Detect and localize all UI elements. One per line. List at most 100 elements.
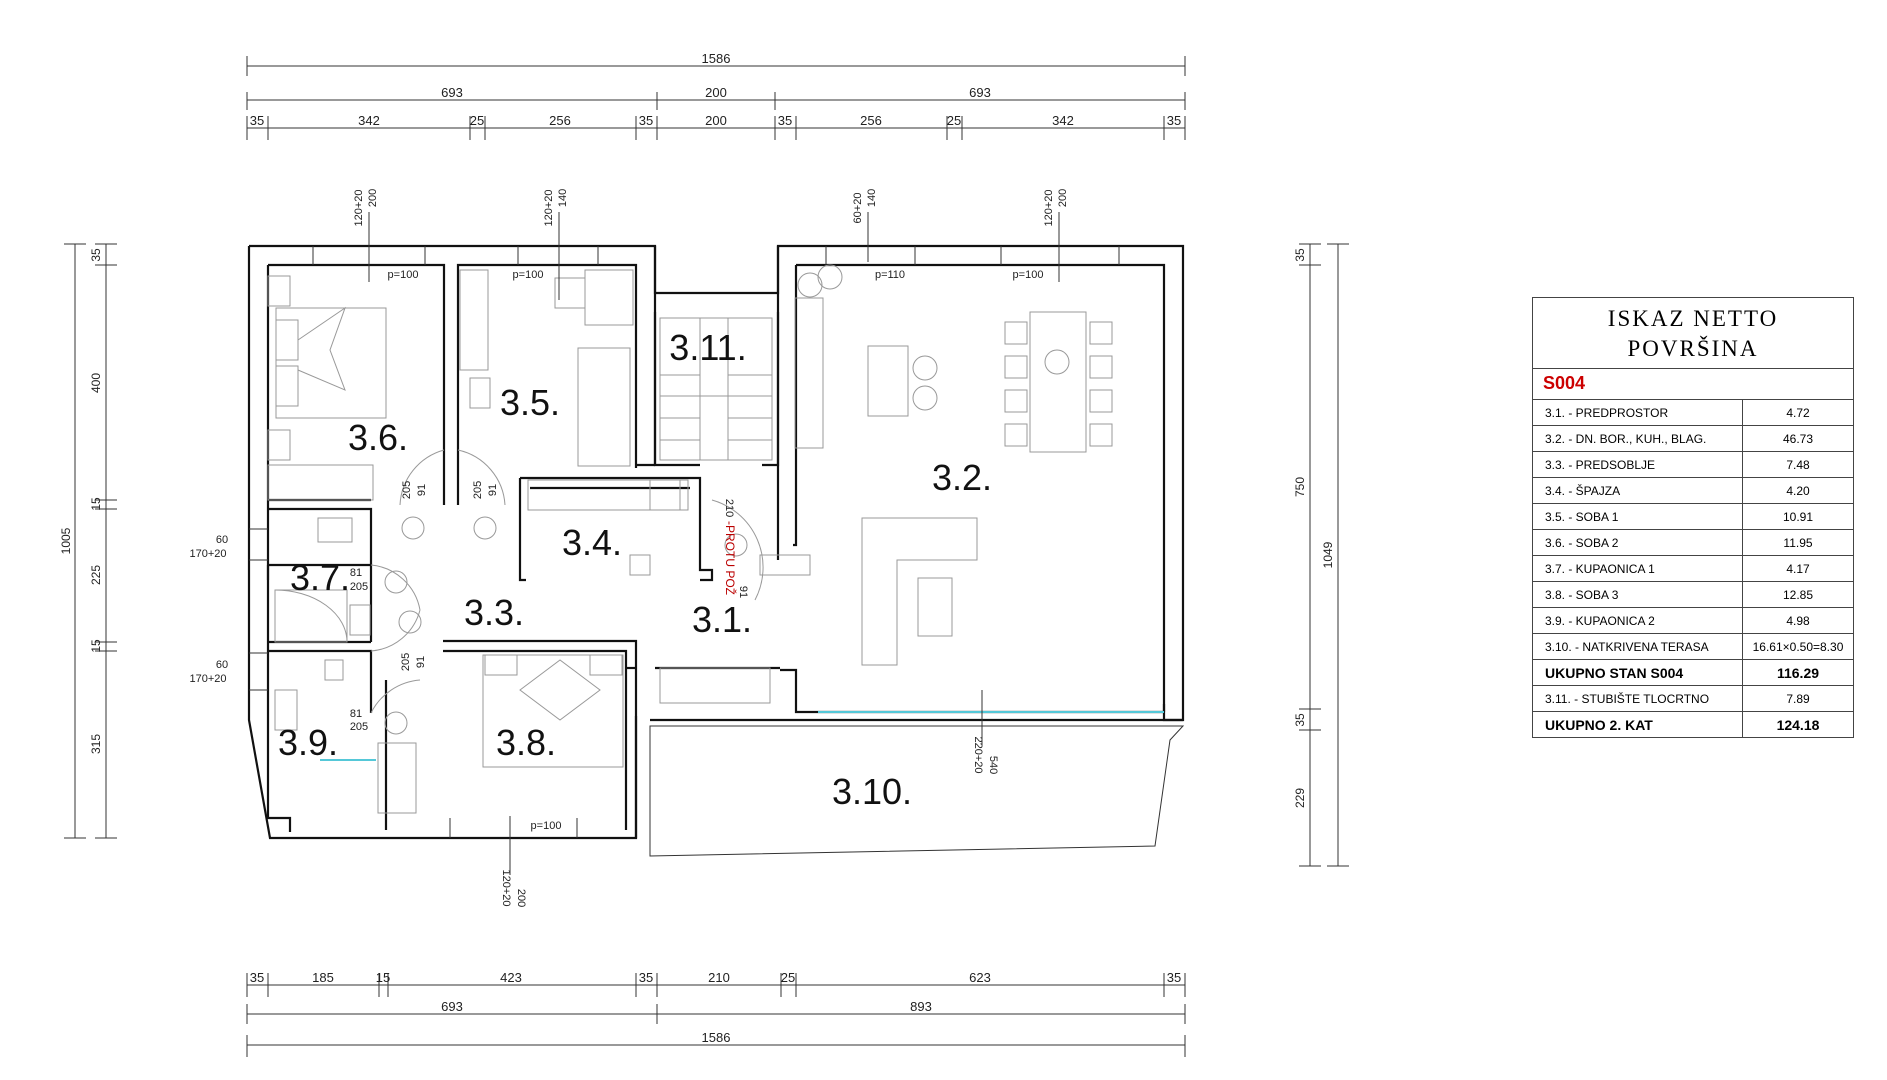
room-label-3-7: 3.7. [290, 557, 350, 598]
room-label-3-4: 3.4. [562, 522, 622, 563]
dim-top-mid-2: 200 [705, 85, 727, 100]
table-row-label: 3.6. - SOBA 2 [1533, 530, 1743, 555]
table-title-line-2: POVRŠINA [1627, 336, 1759, 361]
win-3-width: 140 [866, 189, 878, 207]
table-row-label: UKUPNO 2. KAT [1533, 712, 1743, 737]
top-dimensions: 1586 693 200 693 35 342 25 256 35 200 35… [246, 51, 1186, 140]
dim-top-d2: 342 [358, 113, 380, 128]
dim-bot-d9: 35 [1167, 970, 1181, 985]
door-35-height: 205 [472, 481, 484, 499]
table-row-value: 11.95 [1783, 535, 1813, 550]
win-1-width: 200 [367, 189, 379, 207]
dim-bot-d7: 25 [781, 970, 795, 985]
room-label-3-6: 3.6. [348, 417, 408, 458]
staircase [659, 317, 773, 461]
win-1-height: 120+20 [353, 189, 365, 226]
dim-top-d6: 200 [705, 113, 727, 128]
right-dimensions: 35 750 35 229 1049 [1293, 243, 1349, 867]
win-3-height: 60+20 [852, 193, 864, 224]
door-36-width: 91 [416, 484, 428, 496]
walls [247, 244, 1185, 857]
dim-right-d1: 35 [1293, 248, 1307, 262]
table-row-label: 3.11. - STUBIŠTE TLOCRTNO [1533, 686, 1743, 711]
table-row-label: 3.5. - SOBA 1 [1533, 504, 1743, 529]
furniture [267, 264, 1113, 814]
room-label-3-11: 3.11. [669, 327, 746, 368]
table-row-value: 4.98 [1786, 613, 1810, 628]
door-37-width: 81 [350, 567, 362, 579]
door-38-width: 91 [415, 656, 427, 668]
win-7-height: 120+20 [500, 869, 512, 906]
dim-top-mid-3: 693 [969, 85, 991, 100]
dim-left-total: 1005 [59, 527, 73, 554]
table-row: 3.5. - SOBA 1 10.91 [1533, 504, 1853, 530]
dim-bot-d8: 623 [969, 970, 991, 985]
table-row-label: 3.3. - PREDSOBLJE [1533, 452, 1743, 477]
table-row: 3.2. - DN. BOR., KUH., BLAG.46.73 [1533, 426, 1853, 452]
table-row-value: 46.73 [1782, 431, 1814, 446]
windows [249, 246, 1120, 838]
dim-top-d7: 35 [778, 113, 792, 128]
table-row-label: 3.9. - KUPAONICA 2 [1533, 608, 1743, 633]
win-5-height: 170+20 [189, 548, 226, 560]
dim-bot-d5: 35 [639, 970, 653, 985]
win-6-width: 60 [216, 659, 228, 671]
dim-bot-d4: 423 [500, 970, 522, 985]
dim-left-d2: 400 [89, 373, 103, 393]
table-title: ISKAZ NETTO POVRŠINA [1533, 298, 1853, 369]
table-row-value: 124.18 [1776, 716, 1820, 733]
table-row: 3.9. - KUPAONICA 2 4.98 [1533, 608, 1853, 634]
dim-bot-d1: 35 [250, 970, 264, 985]
parapet-labels: p=100 p=100 p=110 p=100 p=100 [388, 269, 1044, 832]
parapet-kitchen: p=110 [875, 269, 905, 281]
room-label-3-2: 3.2. [932, 457, 992, 498]
door-37-height: 205 [350, 581, 368, 593]
door-swings [370, 449, 764, 735]
dim-top-d10: 342 [1052, 113, 1074, 128]
dim-bot-total: 1586 [702, 1030, 731, 1045]
win-2-height: 120+20 [543, 189, 555, 226]
dim-bot-mid-1: 693 [441, 999, 463, 1014]
win-6-height: 170+20 [189, 673, 226, 685]
area-table: ISKAZ NETTO POVRŠINA S004 3.1. - PREDPRO… [1532, 297, 1854, 738]
table-row-label: 3.8. - SOBA 3 [1533, 582, 1743, 607]
win-4-width: 200 [1057, 189, 1069, 207]
table-row-value: 10.91 [1782, 509, 1814, 524]
table-row: 3.3. - PREDSOBLJE 7.48 [1533, 452, 1853, 478]
door-31-height: 210 [723, 499, 735, 517]
dim-right-d3: 35 [1293, 713, 1307, 727]
table-row-label: 3.7. - KUPAONICA 1 [1533, 556, 1743, 581]
parapet-38: p=100 [531, 820, 562, 832]
dim-top-d3: 25 [470, 113, 484, 128]
dim-right-total: 1049 [1321, 541, 1335, 568]
table-row-value: 7.48 [1786, 457, 1810, 472]
room-label-3-5: 3.5. [500, 382, 560, 423]
dim-top-mid-1: 693 [441, 85, 463, 100]
room-label-3-8: 3.8. [496, 722, 556, 763]
door-31-width: 91 [737, 586, 749, 598]
dim-left-d1: 35 [89, 248, 103, 262]
table-row-label: 3.4. - ŠPAJZA [1533, 478, 1743, 503]
room-label-3-9: 3.9. [278, 722, 338, 763]
room-label-3-1: 3.1. [692, 599, 752, 640]
door-39-height: 205 [350, 721, 368, 733]
dim-left-d3: 15 [89, 497, 103, 511]
bottom-dimensions: 35 185 15 423 35 210 25 623 35 693 893 1… [246, 970, 1186, 1057]
table-title-line-1: ISKAZ NETTO [1607, 306, 1779, 331]
parapet-dining: p=100 [1013, 269, 1044, 281]
parapet-35: p=100 [513, 269, 544, 281]
win-8-height: 220+20 [972, 736, 984, 773]
table-row-label: 3.1. - PREDPROSTOR [1533, 400, 1743, 425]
dim-top-d4: 256 [549, 113, 571, 128]
dim-top-d11: 35 [1167, 113, 1181, 128]
window-dimensions: 200 120+20 140 120+20 140 60+20 200 120+… [189, 189, 1069, 907]
apartment-code: S004 [1533, 369, 1853, 400]
win-8-width: 540 [987, 756, 999, 774]
door-35-width: 91 [487, 484, 499, 496]
